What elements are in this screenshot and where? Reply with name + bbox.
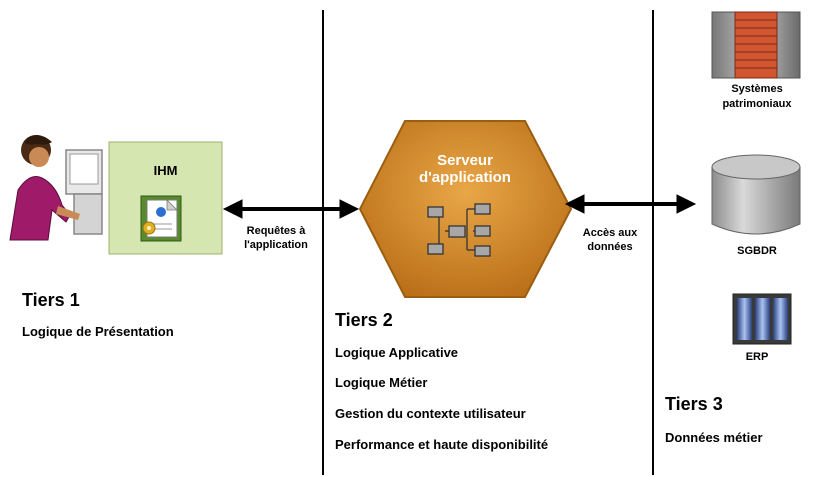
tier1-title: Tiers 1: [22, 290, 80, 310]
arrow-left-label-line1: Requêtes à: [246, 225, 306, 237]
server-label: Serveur d'application: [370, 152, 560, 186]
tier2-title: Tiers 2: [335, 310, 393, 330]
arrow-right-label: Accès aux données: [565, 226, 655, 254]
ihm-label: IHM: [153, 163, 178, 178]
tier2-item: Performance et haute disponibilité: [335, 437, 549, 452]
tier1-item: Logique de Présentation: [22, 324, 174, 339]
legacy-systems-line2: patrimoniaux: [722, 98, 792, 110]
arrow-right-label-line1: Accès aux: [582, 227, 638, 239]
document-gear-icon: [140, 195, 182, 242]
tier2-item: Logique Métier: [335, 375, 428, 390]
user-at-computer-icon: [9, 135, 103, 241]
server-label-line1: Serveur: [437, 152, 493, 169]
sgbdr-label: SGBDR: [737, 245, 777, 257]
application-server-hexagon: [358, 120, 573, 298]
erp-label: ERP: [745, 351, 769, 363]
arrow-right-label-line2: données: [587, 241, 633, 253]
tier3-item: Données métier: [665, 430, 763, 445]
tier2-item: Logique Applicative: [335, 345, 459, 360]
legacy-systems-line1: Systèmes: [731, 83, 783, 95]
arrow-left-label: Requêtes à l'application: [228, 224, 324, 252]
module-graph-icon: [427, 203, 491, 257]
database-cylinder-icon: [711, 154, 801, 235]
server-rack-icon: [732, 293, 792, 345]
arrow-right-double: [564, 194, 697, 214]
arrow-left-label-line2: l'application: [244, 239, 308, 251]
mainframe-icon: [711, 11, 801, 79]
divider-tier2-tier3: [652, 10, 654, 475]
arrow-left-double: [222, 199, 360, 219]
tier2-item: Gestion du contexte utilisateur: [335, 406, 526, 421]
server-label-line2: d'application: [419, 169, 511, 186]
tier3-title: Tiers 3: [665, 394, 723, 414]
divider-tier1-tier2: [322, 10, 324, 475]
legacy-systems-label: Systèmes patrimoniaux: [708, 82, 806, 112]
